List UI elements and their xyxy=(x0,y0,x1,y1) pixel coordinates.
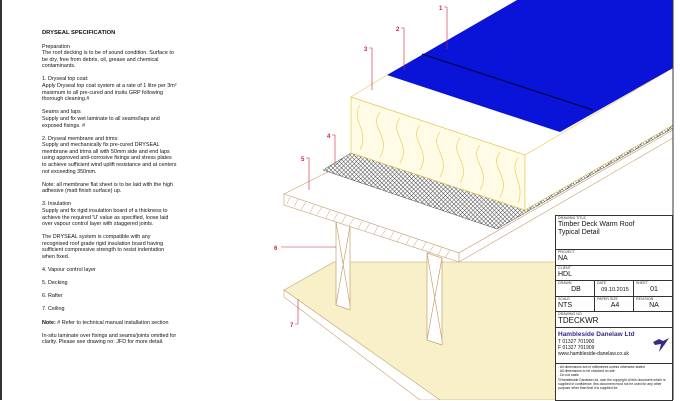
revision-value: NA xyxy=(649,302,659,309)
note: - Do not scale xyxy=(558,373,579,378)
spec-heading: Preparation xyxy=(42,43,70,50)
spec-paragraph: Apply Dryseal top coat system at a rate … xyxy=(42,83,177,103)
spec-paragraph: The DRYSEAL system is compatible with an… xyxy=(42,234,165,261)
spec-note: Note: # Refer to technical manual instal… xyxy=(42,320,177,327)
spec-heading: Seams and laps xyxy=(42,109,81,116)
revision-label: REVISION xyxy=(636,297,654,301)
spec-paragraph: In-situ laminate over fixings and seams/… xyxy=(42,332,177,346)
drawing-no-value: TDECKWR xyxy=(558,316,599,325)
note: - All dimensions are in millimetres unle… xyxy=(558,365,645,369)
company-name: Hambleside Danelaw Ltd xyxy=(558,331,635,338)
company-website[interactable]: www.hambleside-danelaw.co.uk xyxy=(558,351,629,357)
spec-paragraph: Supply and fix rigid insulation board of… xyxy=(42,207,169,228)
company-phone: T 01327 701900 xyxy=(558,339,595,345)
spec-heading: 1. Dryseal top coat: xyxy=(42,76,89,83)
callout-6: 6 xyxy=(274,246,278,252)
rafters xyxy=(335,221,443,346)
callouts xyxy=(281,6,448,325)
spec-paragraph: Note: all membrane flat sheet is to be l… xyxy=(42,181,173,195)
paper-size-value: A4 xyxy=(610,302,620,309)
spec-heading: 3. Insulation xyxy=(42,201,72,208)
callout-7: 7 xyxy=(290,323,294,329)
spec-item: 4. Vapour control layer xyxy=(42,267,96,274)
note-label: Note: xyxy=(42,319,56,326)
spec-item: 5. Decking xyxy=(42,280,68,287)
spec-item: 6. Rafter xyxy=(42,293,63,300)
spec-paragraph: Supply and fix wet laminate to all seams… xyxy=(42,115,160,129)
drawn-value: DB xyxy=(571,286,581,293)
scale-value: NTS xyxy=(558,302,572,309)
drawing-notes: - All dimensions are in millimetres unle… xyxy=(556,364,672,391)
callout-5: 5 xyxy=(301,157,305,163)
spec-heading: 2. Dryseal membrane and trims: xyxy=(42,135,119,142)
project-label: PROJECT xyxy=(558,250,575,254)
company-logo-icon xyxy=(653,338,669,352)
spec-title: DRYSEAL SPECIFICATION xyxy=(42,30,116,36)
callout-2: 2 xyxy=(396,27,400,33)
drawing-no-label: DRAWING NO xyxy=(558,312,582,316)
date-label: DATE xyxy=(597,281,607,285)
client-label: CLIENT xyxy=(558,266,571,270)
company-fax: F 01327 701909 xyxy=(558,345,595,351)
note-text: # Refer to technical manual installation… xyxy=(57,319,169,326)
date-value: 09.10.2015 xyxy=(601,287,629,293)
page-border xyxy=(0,0,2,400)
copyright-note: ©Hambleside Danelaw Ltd, own the copyrig… xyxy=(558,377,666,391)
drawing-title-label: DRAWING TITLE xyxy=(558,216,586,220)
project-value: NA xyxy=(558,255,568,262)
client-value: HDL xyxy=(558,271,573,278)
callout-1: 1 xyxy=(439,6,443,12)
spec-item: 7. Ceiling xyxy=(42,306,65,313)
drawing-title: Timber Deck Warm Roof xyxy=(558,221,635,228)
callout-4: 4 xyxy=(327,134,331,140)
spec-paragraph: Supply and mechanically fix pre-cured DR… xyxy=(42,142,177,175)
drawing-subtitle: Typical Detail xyxy=(558,229,600,236)
drawn-label: DRAWN xyxy=(558,281,572,285)
scale-label: SCALE xyxy=(558,297,570,301)
callout-3: 3 xyxy=(364,47,368,53)
sheet-label: SHEET xyxy=(636,281,648,285)
specification-text: DRYSEAL SPECIFICATION Preparation The ro… xyxy=(42,30,177,352)
paper-size-label: PAPER SIZE xyxy=(597,297,618,301)
spec-paragraph: The roof decking is to be of sound condi… xyxy=(42,50,174,70)
note: - All dimensions to be checked on site xyxy=(558,369,615,374)
sheet-value: 01 xyxy=(650,286,658,293)
dryseal-membrane xyxy=(387,0,673,132)
title-block: DRAWING TITLE Timber Deck Warm Roof Typi… xyxy=(555,215,673,401)
